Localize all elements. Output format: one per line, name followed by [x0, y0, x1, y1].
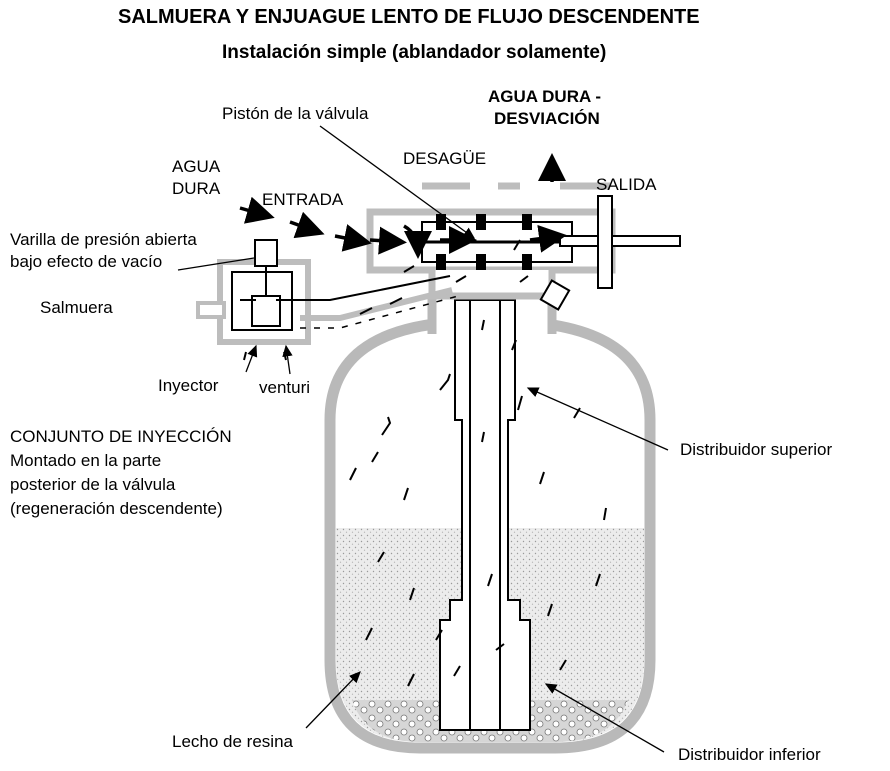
- label-drain: DESAGÜE: [403, 149, 487, 168]
- label-outlet: SALIDA: [596, 175, 657, 194]
- label-bypass-2: DESVIACIÓN: [494, 109, 600, 128]
- distributor-tube: [439, 296, 531, 731]
- injector-assembly: [196, 239, 459, 345]
- label-brine: Salmuera: [40, 298, 113, 317]
- leader-lines: [177, 125, 669, 753]
- label-pressure-rod-2: bajo efecto de vacío: [10, 252, 163, 271]
- label-hard-water-2: DURA: [172, 179, 221, 198]
- label-assembly-3: posterior de la válvula: [10, 475, 176, 494]
- label-assembly-4: (regeneración descendente): [10, 499, 223, 518]
- label-piston: Pistón de la válvula: [222, 104, 369, 123]
- label-bypass-1: AGUA DURA -: [488, 87, 602, 106]
- diagram-subtitle: Instalación simple (ablandador solamente…: [222, 42, 607, 63]
- label-injector: Inyector: [158, 376, 219, 395]
- label-venturi: venturi: [259, 378, 311, 397]
- label-hard-water-1: AGUA: [172, 157, 221, 176]
- label-assembly-1: CONJUNTO DE INYECCIÓN: [10, 427, 232, 446]
- label-resin-bed: Lecho de resina: [172, 732, 293, 751]
- flow-arrows: [239, 153, 567, 259]
- label-pressure-rod-1: Varilla de presión abierta: [10, 230, 197, 249]
- label-assembly-2: Montado en la parte: [10, 451, 162, 470]
- label-inlet: ENTRADA: [262, 190, 344, 209]
- label-lower-distributor: Distribuidor inferior: [678, 745, 821, 764]
- label-upper-distributor: Distribuidor superior: [680, 440, 833, 459]
- diagram-title: SALMUERA Y ENJUAGUE LENTO DE FLUJO DESCE…: [118, 6, 700, 28]
